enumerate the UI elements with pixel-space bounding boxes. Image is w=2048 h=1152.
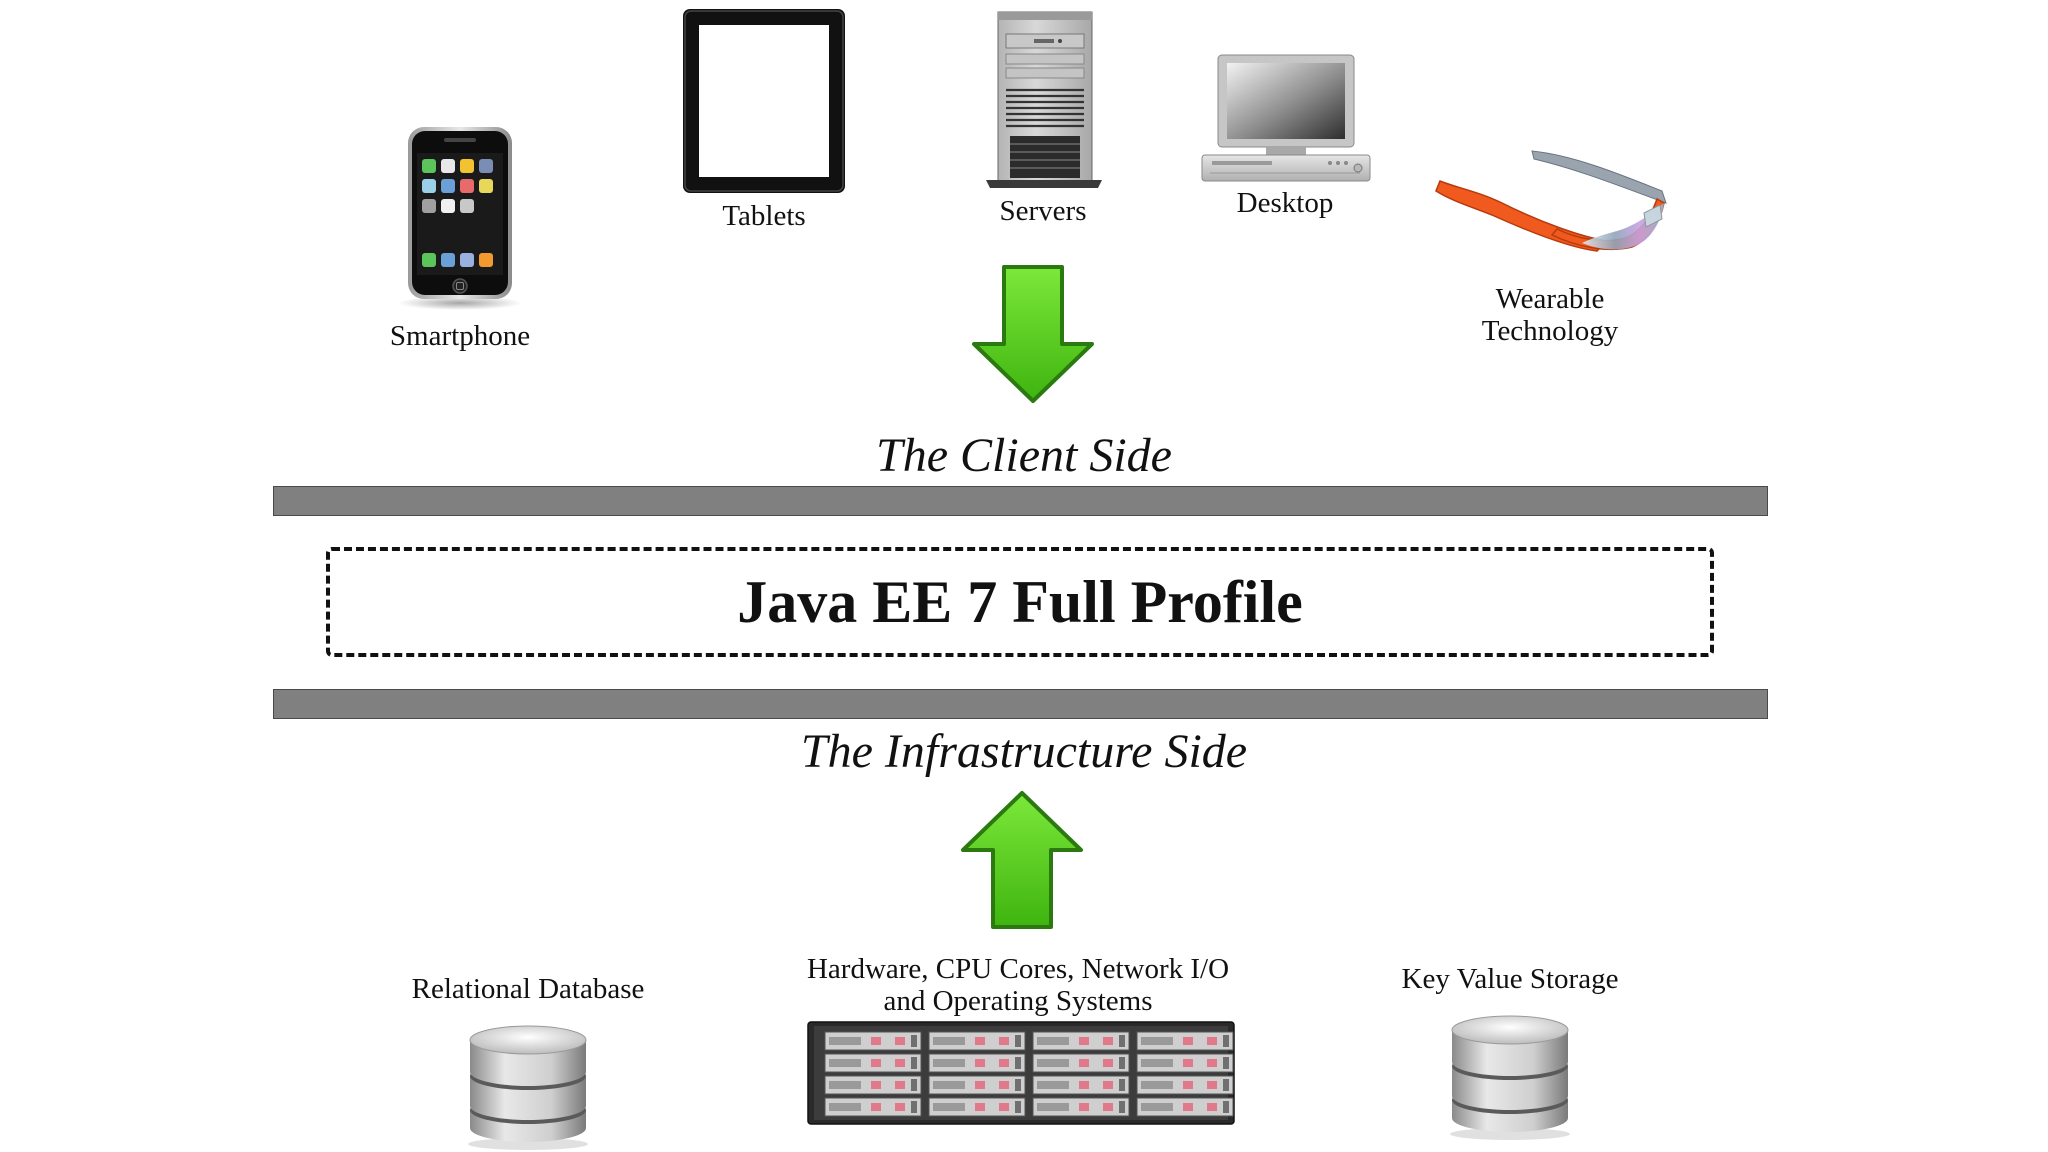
database-icon — [1450, 1015, 1570, 1140]
key-value-storage-label: Key Value Storage — [1401, 963, 1619, 995]
up-arrow-icon — [961, 791, 1083, 929]
tablets-label: Tablets — [722, 200, 806, 232]
client-side-title: The Client Side — [876, 429, 1172, 482]
smart-glasses-icon — [1435, 150, 1667, 252]
database-icon — [468, 1025, 588, 1150]
relational-database-label: Relational Database — [411, 973, 645, 1005]
smartphone-icon — [398, 127, 522, 310]
java-ee-profile-box: Java EE 7 Full Profile — [326, 547, 1714, 657]
infrastructure-side-bar — [273, 689, 1768, 719]
rack-storage-icon — [807, 1021, 1235, 1125]
smartphone-label: Smartphone — [389, 320, 531, 352]
java-ee-profile-label: Java EE 7 Full Profile — [737, 568, 1303, 635]
tablet-icon — [683, 9, 845, 193]
wearable-label: Wearable Technology — [1482, 283, 1619, 347]
hardware-label-line2: and Operating Systems — [883, 985, 1153, 1017]
desktop-label: Desktop — [1236, 187, 1334, 219]
desktop-computer-icon — [1201, 54, 1371, 182]
infrastructure-side-title: The Infrastructure Side — [800, 725, 1248, 778]
hardware-label: Hardware, CPU Cores, Network I/O and Ope… — [807, 953, 1229, 1017]
hardware-label-line1: Hardware, CPU Cores, Network I/O — [806, 953, 1230, 985]
servers-label: Servers — [999, 195, 1087, 227]
server-tower-icon — [986, 11, 1102, 188]
client-side-bar — [273, 486, 1768, 516]
wearable-label-line2: Technology — [1481, 315, 1619, 347]
down-arrow-icon — [972, 265, 1094, 403]
wearable-label-line1: Wearable — [1495, 283, 1605, 315]
